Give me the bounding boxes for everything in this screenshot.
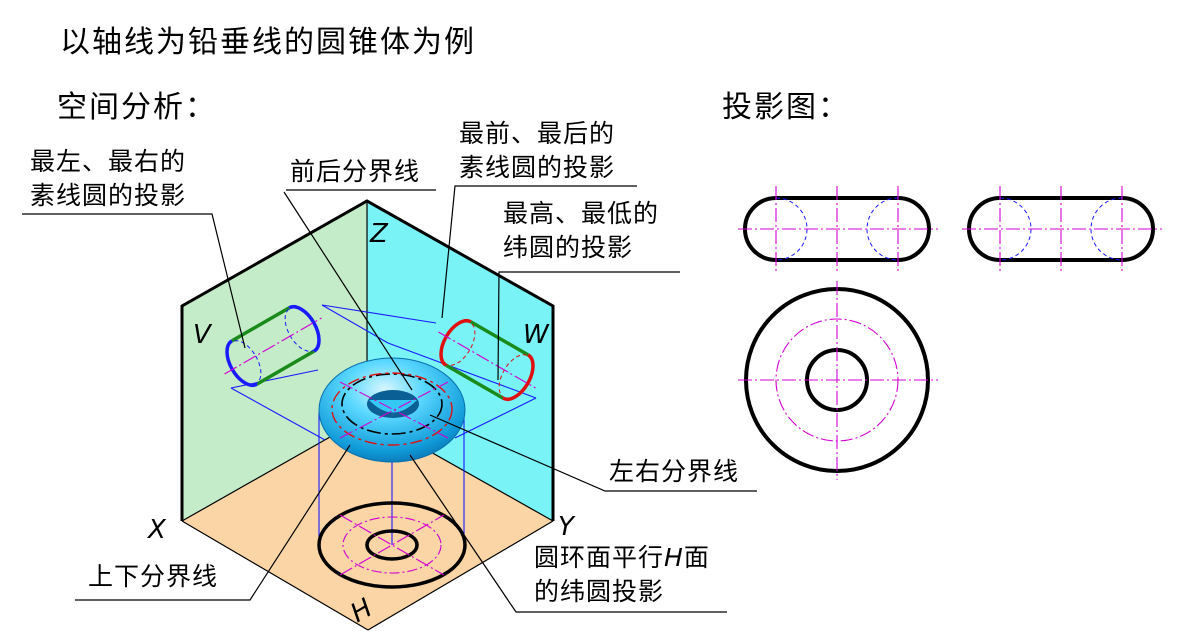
label-parallel-h-line1: 圆环面平行H面 bbox=[534, 543, 710, 572]
projection-line bbox=[387, 342, 537, 399]
w-bottom-line bbox=[445, 363, 504, 400]
section-space-analysis: 空间分析： bbox=[57, 90, 217, 125]
label-parallel-h-italic: H bbox=[664, 543, 684, 572]
h-projection bbox=[317, 501, 467, 589]
h-inner-circle bbox=[365, 529, 419, 561]
torus-latitude-circle bbox=[331, 372, 453, 446]
w-center-line bbox=[438, 331, 536, 389]
leader-lines bbox=[22, 185, 757, 613]
label-left-right-most-line1: 最左、最右的 bbox=[30, 147, 186, 176]
torus bbox=[318, 357, 466, 463]
label-front-back-boundary: 前后分界线 bbox=[290, 157, 420, 186]
label-front-back-most-line2: 素线圆的投影 bbox=[459, 153, 615, 182]
x-axis-line bbox=[181, 520, 369, 631]
axis-label-v: V bbox=[193, 320, 213, 350]
label-top-bottom-boundary: 上下分界线 bbox=[88, 562, 218, 591]
axis-label-y: Y bbox=[558, 512, 576, 542]
leader-front-back-boundary bbox=[283, 191, 413, 391]
label-front-back-most-line1: 最前、最后的 bbox=[459, 119, 615, 148]
projection-line bbox=[321, 304, 437, 324]
h-center-line bbox=[339, 514, 445, 576]
w-right-arc bbox=[502, 353, 535, 401]
h-plane bbox=[182, 416, 553, 630]
label-parallel-h-text: 圆环面平行 bbox=[534, 543, 664, 572]
top-view bbox=[738, 281, 938, 480]
page-title: 以轴线为铅垂线的圆锥体为例 bbox=[60, 25, 476, 60]
w-top-line bbox=[470, 320, 529, 357]
h-center-line bbox=[339, 514, 445, 576]
axis-label-w: W bbox=[523, 320, 550, 350]
side-view-hidden-left bbox=[999, 197, 1032, 261]
w-projection bbox=[438, 319, 536, 401]
v-right-arc bbox=[288, 305, 321, 353]
side-view-hidden-right bbox=[1090, 197, 1123, 261]
label-left-right-boundary: 左右分界线 bbox=[609, 457, 739, 486]
leader-parallel-h bbox=[409, 454, 727, 613]
h-outer-circle bbox=[317, 501, 467, 589]
front-view bbox=[738, 186, 938, 272]
h-center-circle bbox=[342, 516, 442, 574]
leader-left-right-boundary bbox=[429, 414, 757, 492]
front-view-hidden-left bbox=[775, 197, 808, 261]
side-view bbox=[962, 186, 1162, 272]
leader-front-back-most bbox=[441, 185, 637, 319]
front-view-hidden-right bbox=[866, 197, 899, 261]
torus-axis-line bbox=[339, 381, 449, 439]
torus-axis-line bbox=[339, 381, 449, 439]
torus-center-circle bbox=[341, 373, 443, 435]
axis-label-z: Z bbox=[369, 219, 389, 249]
y-axis-line bbox=[367, 520, 554, 631]
leader-left-right-most bbox=[22, 213, 246, 349]
v-center-line bbox=[224, 317, 322, 375]
label-left-right-most-line2: 素线圆的投影 bbox=[30, 181, 186, 210]
label-high-low-most-line1: 最高、最低的 bbox=[503, 199, 659, 228]
v-bottom-line bbox=[256, 349, 315, 386]
leader-top-bottom-boundary bbox=[75, 444, 351, 601]
label-high-low-most-line2: 纬圆的投影 bbox=[503, 233, 633, 262]
axis-label-x: X bbox=[146, 515, 167, 545]
leader-high-low-most bbox=[497, 271, 680, 381]
label-parallel-h-face: 面 bbox=[684, 543, 710, 572]
projection-line bbox=[230, 387, 326, 441]
section-projection: 投影图： bbox=[722, 90, 850, 125]
label-parallel-h-line2: 的纬圆投影 bbox=[534, 577, 664, 606]
projection-lines bbox=[230, 304, 537, 550]
